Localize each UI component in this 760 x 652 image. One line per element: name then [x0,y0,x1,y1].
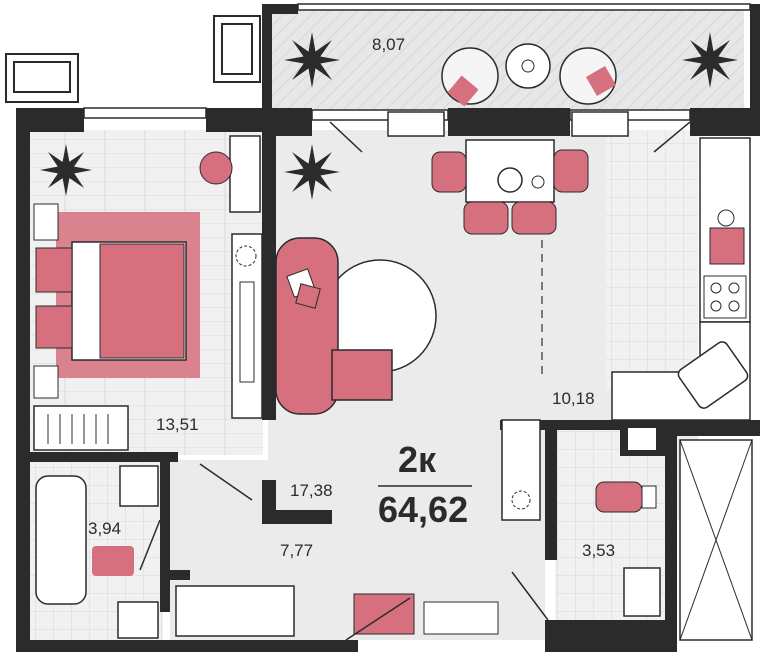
area-bathroom: 3,94 [88,519,121,538]
area-loggia: 8,07 [372,35,405,54]
kitchen-tiles [606,130,698,390]
bathroom-fixtures [35,465,159,639]
outdoor-units [5,15,261,103]
kitchen-furniture [431,137,751,421]
total-area-label: 64,62 [378,489,468,530]
toilet-fixtures [595,439,753,641]
living-furniture [231,233,437,419]
area-living-room: 17,38 [290,481,333,500]
area-toilet: 3,53 [582,541,615,560]
walls [16,4,760,652]
hallway-furniture [175,419,541,637]
area-bedroom: 13,51 [156,415,199,434]
doors [139,121,691,641]
plant-icons [40,32,738,200]
rooms-count-label: 2к [398,439,437,480]
loggia-furniture [441,43,617,107]
bedroom-furniture [33,135,261,451]
windows [83,3,751,137]
area-hallway: 7,77 [280,541,313,560]
area-kitchen: 10,18 [552,389,595,408]
